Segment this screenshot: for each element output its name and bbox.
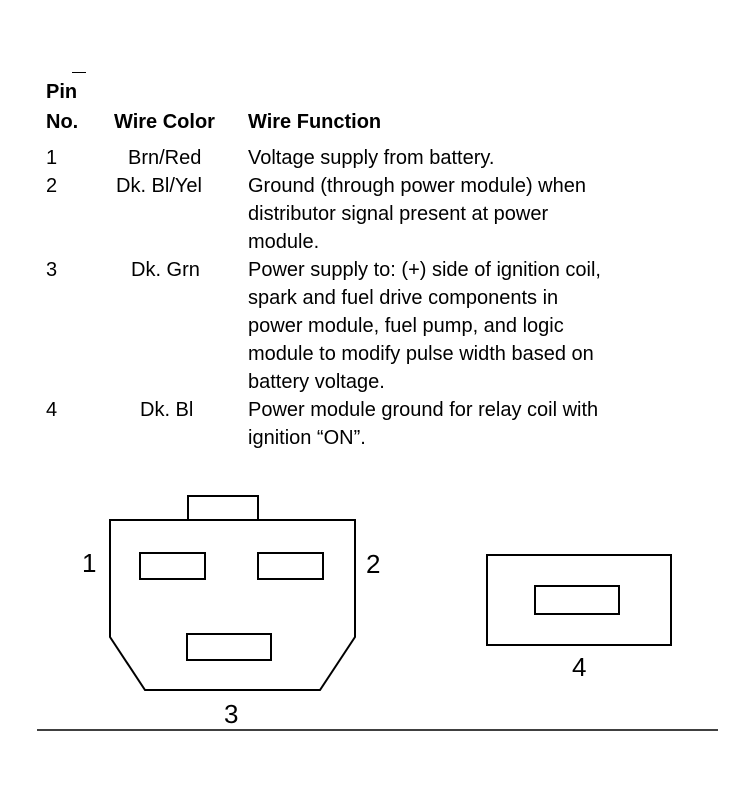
- connector-latch-tab: [187, 495, 259, 520]
- row-3-pin: 3: [46, 259, 58, 281]
- row-3-function-line: power module, fuel pump, and logic: [248, 315, 564, 337]
- row-2-function-line: Ground (through power module) when: [248, 175, 586, 197]
- header-wire-color: Wire Color: [114, 111, 215, 133]
- row-1-wire-function: Voltage supply from battery.: [248, 144, 718, 172]
- row-1-wire-color: Brn/Red: [128, 147, 202, 169]
- header-overbar: [72, 72, 86, 73]
- row-4-function-line: Power module ground for relay coil with: [248, 399, 599, 421]
- header-pin-line1: Pin: [46, 81, 78, 103]
- pin-1-terminal: [139, 552, 206, 580]
- three-pin-connector-body: [109, 519, 356, 691]
- row-1-function-line: Voltage supply from battery.: [248, 147, 495, 169]
- pin-1-label: 1: [82, 548, 96, 578]
- row-4-pin: 4: [46, 399, 58, 421]
- row-2-function-line: module.: [248, 231, 320, 253]
- row-3-wire-function: Power supply to: (+) side of ignition co…: [248, 256, 718, 396]
- pin-4-terminal: [534, 585, 620, 615]
- row-3-function-line: battery voltage.: [248, 371, 385, 393]
- row-1-pin: 1: [46, 147, 58, 169]
- pin-3-terminal: [186, 633, 272, 661]
- row-4-wire-function: Power module ground for relay coil with …: [248, 396, 718, 452]
- header-pin-line2: No.: [46, 111, 79, 133]
- row-2-wire-color: Dk. Bl/Yel: [116, 175, 202, 197]
- row-2-function-line: distributor signal present at power: [248, 203, 549, 225]
- pin-2-terminal: [257, 552, 324, 580]
- row-4-wire-color: Dk. Bl: [140, 399, 194, 421]
- row-2-wire-function: Ground (through power module) when distr…: [248, 172, 718, 256]
- pin-2-label: 2: [366, 549, 380, 579]
- row-3-wire-color: Dk. Grn: [131, 259, 200, 281]
- row-3-function-line: module to modify pulse width based on: [248, 343, 594, 365]
- row-3-function-line: Power supply to: (+) side of ignition co…: [248, 259, 601, 281]
- row-2-pin: 2: [46, 175, 58, 197]
- row-3-function-line: spark and fuel drive components in: [248, 287, 559, 309]
- row-4-function-line: ignition “ON”.: [248, 427, 366, 449]
- header-wire-function: Wire Function: [248, 111, 382, 133]
- pin-4-label: 4: [572, 652, 586, 682]
- pin-3-label: 3: [224, 699, 238, 729]
- single-pin-connector-body: [486, 554, 672, 646]
